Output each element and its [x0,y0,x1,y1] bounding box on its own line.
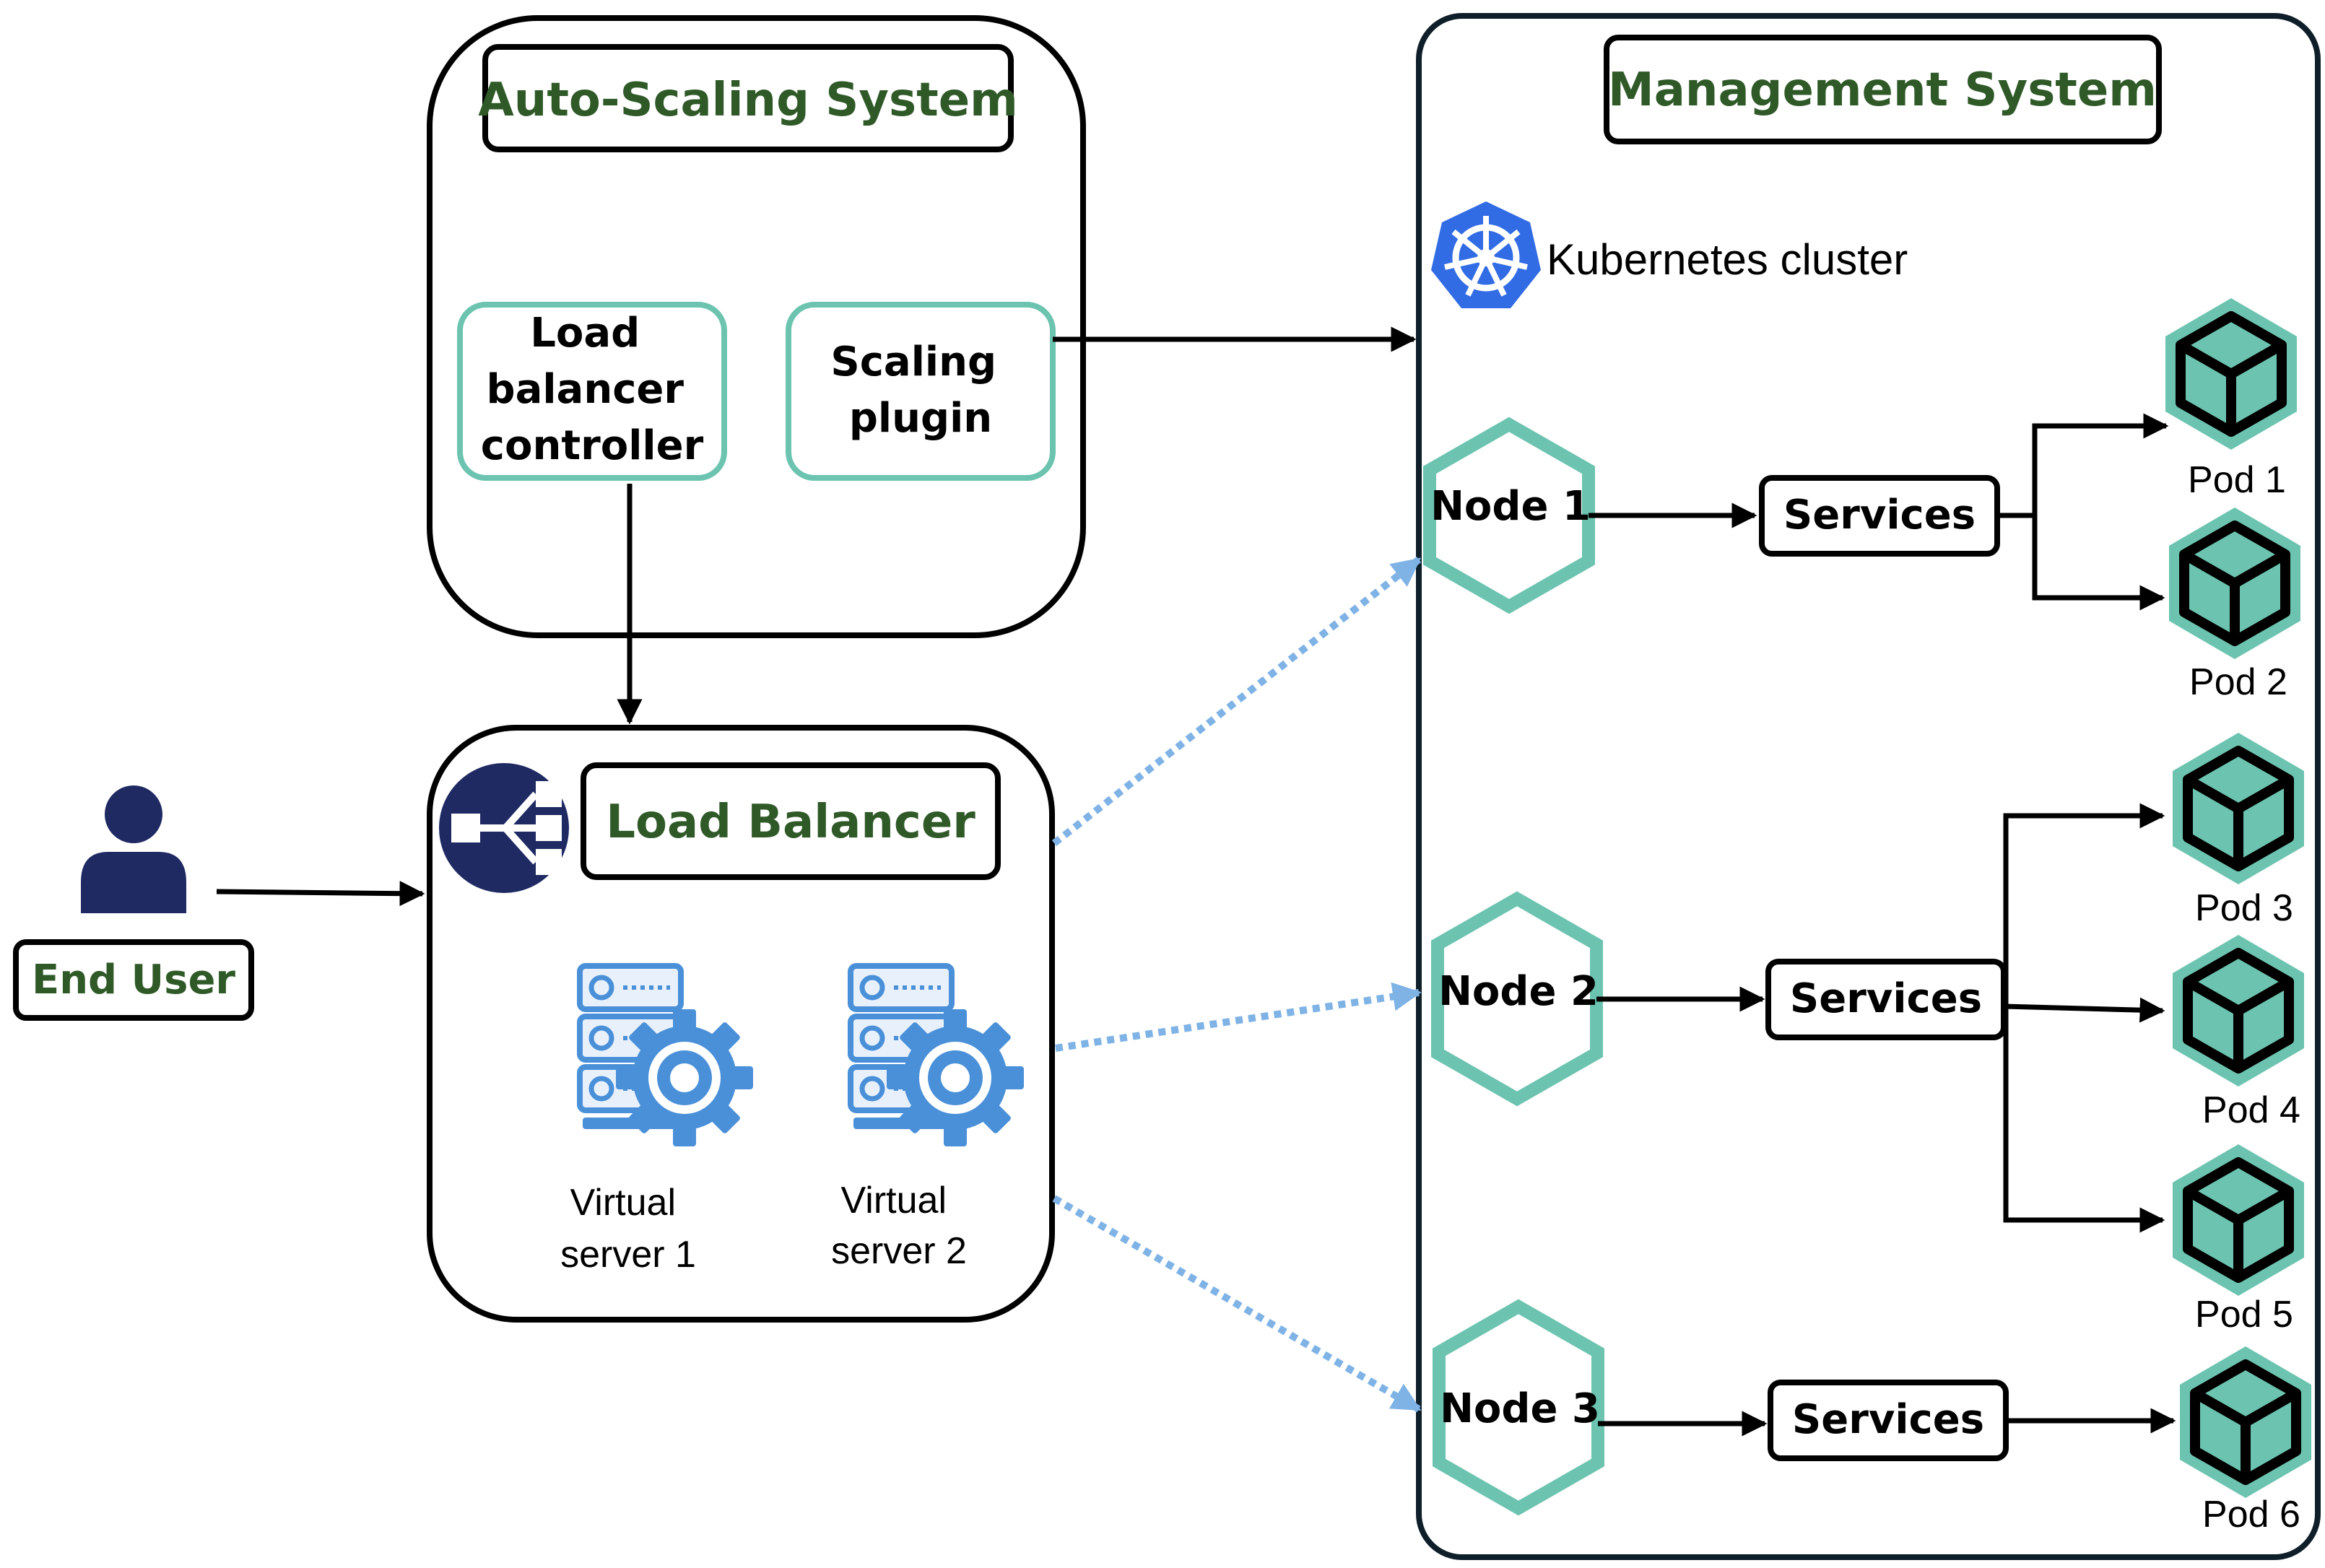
dotted-lb-to-node1 [1051,557,1422,846]
auto-scaling-title-box [482,44,1014,152]
end-user-label: End User [32,957,235,1003]
arrow-services1-to-pod2 [2032,515,2165,611]
arrow-services2-to-pod4 [2003,997,2165,1023]
services-2-label: Services [1790,975,1982,1022]
pod-5-label: Pod 5 [2195,1294,2293,1336]
load-balancer-icon [439,763,569,893]
scaling-plugin-box [786,302,1056,481]
services-1-label: Services [1783,492,1976,539]
arrow-services1-to-pod1 [1997,413,2169,518]
pod-6-label: Pod 6 [2202,1494,2300,1536]
lb-controller-box [457,302,727,481]
end-user-box [13,939,254,1021]
pod-3-label: Pod 3 [2195,887,2293,929]
pod-4-label: Pod 4 [2202,1089,2300,1131]
virtual-server-2-label: Virtual server 2 [831,1180,967,1272]
node-3-hexagon [1433,1299,1604,1516]
pod-1-label: Pod 1 [2188,459,2286,501]
dotted-lb-to-node3 [1052,1195,1422,1413]
node-1-hexagon [1423,417,1595,614]
node-1-label: Node 1 [1430,483,1591,530]
dotted-lb-to-node2 [1055,982,1422,1052]
management-container [1416,13,2321,1560]
arrow-user-to-lb [216,881,425,907]
kubernetes-icon [1431,201,1541,308]
auto-scaling-title: Auto-Scaling System [478,74,1018,127]
services-3-label: Services [1792,1396,1984,1443]
auto-scaling-container [427,15,1086,638]
user-icon [81,785,186,913]
scaling-plugin-label: Scaling plugin [830,339,1010,442]
node-2-label: Node 2 [1438,968,1599,1015]
node-2-hexagon [1431,891,1603,1107]
kubernetes-cluster-label: Kubernetes cluster [1547,235,1908,284]
management-title: Management System [1608,64,2157,117]
virtual-server-1-label: Virtual server 1 [560,1182,696,1276]
node-3-label: Node 3 [1440,1385,1600,1432]
management-title-box [1604,35,2162,144]
load-balancer-title-box [581,762,1001,880]
lb-controller-label: Load balancer controller [481,310,704,469]
arrow-services2-to-pod5 [2003,999,2165,1233]
load-balancer-title: Load Balancer [606,796,975,849]
pod-2-label: Pod 2 [2189,661,2287,703]
